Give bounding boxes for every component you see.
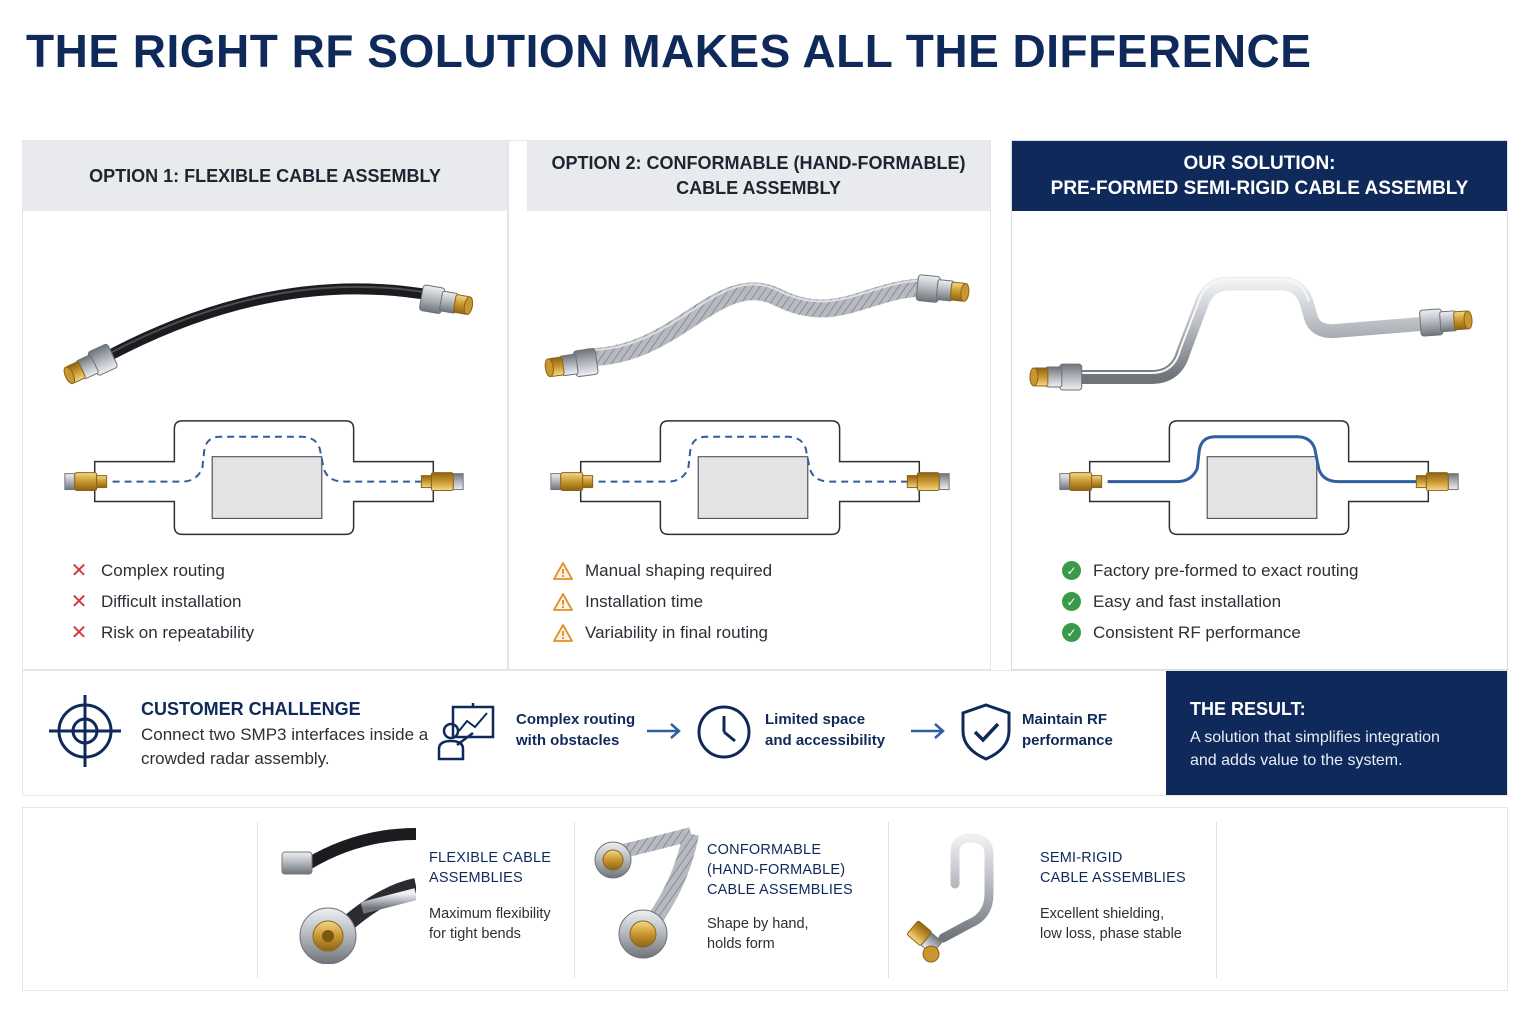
list-item: !Variability in final routing: [553, 617, 772, 648]
list-item: ✓Easy and fast installation: [1062, 586, 1359, 617]
arrow-right-icon: [911, 723, 945, 739]
x-icon: ✕: [70, 560, 88, 582]
option-header: OUR SOLUTION: PRE-FORMED SEMI-RIGID CABL…: [1012, 141, 1507, 211]
semi-rigid-cable-product-image: [907, 833, 994, 963]
svg-text:!: !: [560, 629, 565, 642]
list-item: !Manual shaping required: [553, 555, 772, 586]
option-card-conformable: OPTION 2: CONFORMABLE (HAND-FORMABLE) CA…: [508, 140, 991, 670]
result-description: A solution that simplifies integration a…: [1190, 729, 1440, 769]
options-comparison: OPTION 1: FLEXIBLE CABLE ASSEMBLY ✕Compl…: [22, 140, 1508, 670]
svg-text:!: !: [560, 598, 565, 611]
product-description: Shape by hand, holds form: [707, 916, 809, 952]
result-title: THE RESULT:: [1190, 699, 1306, 719]
x-icon: ✕: [70, 591, 88, 613]
list-item: ✕Difficult installation: [70, 591, 242, 613]
option-card-flexible: OPTION 1: FLEXIBLE CABLE ASSEMBLY ✕Compl…: [22, 140, 508, 670]
svg-text:!: !: [560, 567, 565, 580]
semi-rigid-cable-illustration: [1012, 227, 1507, 537]
product-title: FLEXIBLE CABLE ASSEMBLIES: [429, 850, 552, 886]
check-icon: ✓: [1062, 623, 1081, 642]
divider: [888, 822, 889, 978]
step-maintain-rf: Maintain RF performance: [1022, 711, 1113, 749]
list-item: ✕Complex routing: [70, 560, 225, 582]
flexible-cable-illustration: [23, 227, 507, 537]
page-title: THE RIGHT RF SOLUTION MAKES ALL THE DIFF…: [26, 25, 1312, 77]
check-icon: ✓: [1062, 592, 1081, 611]
product-strip: FLEXIBLE CABLE ASSEMBLIES Maximum flexib…: [22, 807, 1508, 991]
product-title: SEMI-RIGID CABLE ASSEMBLIES: [1040, 850, 1186, 886]
divider: [257, 822, 258, 978]
shield-check-icon: [961, 703, 1011, 761]
product-description: Excellent shielding, low loss, phase sta…: [1040, 906, 1182, 942]
arrow-right-icon: [647, 723, 681, 739]
divider: [1216, 822, 1217, 978]
product-description: Maximum flexibility for tight bends: [429, 906, 551, 942]
divider: [574, 822, 575, 978]
warning-icon: !: [553, 592, 573, 612]
check-icon: ✓: [1062, 561, 1081, 580]
list-item: ✓Consistent RF performance: [1062, 617, 1359, 648]
product-title: CONFORMABLE (HAND-FORMABLE) CABLE ASSEMB…: [707, 842, 853, 898]
option-header: OPTION 1: FLEXIBLE CABLE ASSEMBLY: [23, 141, 507, 211]
engineer-board-icon: [437, 703, 495, 761]
list-item: !Installation time: [553, 586, 772, 617]
warning-icon: !: [553, 561, 573, 581]
option-points: ✕Complex routing ✕Difficult installation…: [69, 555, 254, 648]
list-item: ✓Factory pre-formed to exact routing: [1062, 555, 1359, 586]
clock-icon: [697, 705, 751, 759]
x-icon: ✕: [70, 622, 88, 644]
result-panel: THE RESULT: A solution that simplifies i…: [1166, 671, 1507, 795]
target-icon: [49, 695, 121, 767]
option-card-semi-rigid: OUR SOLUTION: PRE-FORMED SEMI-RIGID CABL…: [1011, 140, 1508, 670]
conformable-cable-product-image: [594, 827, 699, 959]
customer-challenge-bar: CUSTOMER CHALLENGE Connect two SMP3 inte…: [22, 670, 1508, 796]
step-complex-routing: Complex routing with obstacles: [516, 711, 636, 749]
option-header: OPTION 2: CONFORMABLE (HAND-FORMABLE) CA…: [527, 141, 990, 211]
challenge-description: Connect two SMP3 interfaces inside a cro…: [141, 725, 429, 768]
conformable-cable-illustration: [509, 227, 990, 537]
step-limited-space: Limited space and accessibility: [765, 711, 886, 749]
list-item: ✕Risk on repeatability: [70, 622, 255, 644]
warning-icon: !: [553, 623, 573, 643]
challenge-title: CUSTOMER CHALLENGE: [141, 699, 361, 719]
option-points: !Manual shaping required !Installation t…: [553, 555, 772, 648]
option-points: ✓Factory pre-formed to exact routing ✓Ea…: [1062, 555, 1359, 648]
flexible-cable-product-image: [281, 828, 416, 964]
